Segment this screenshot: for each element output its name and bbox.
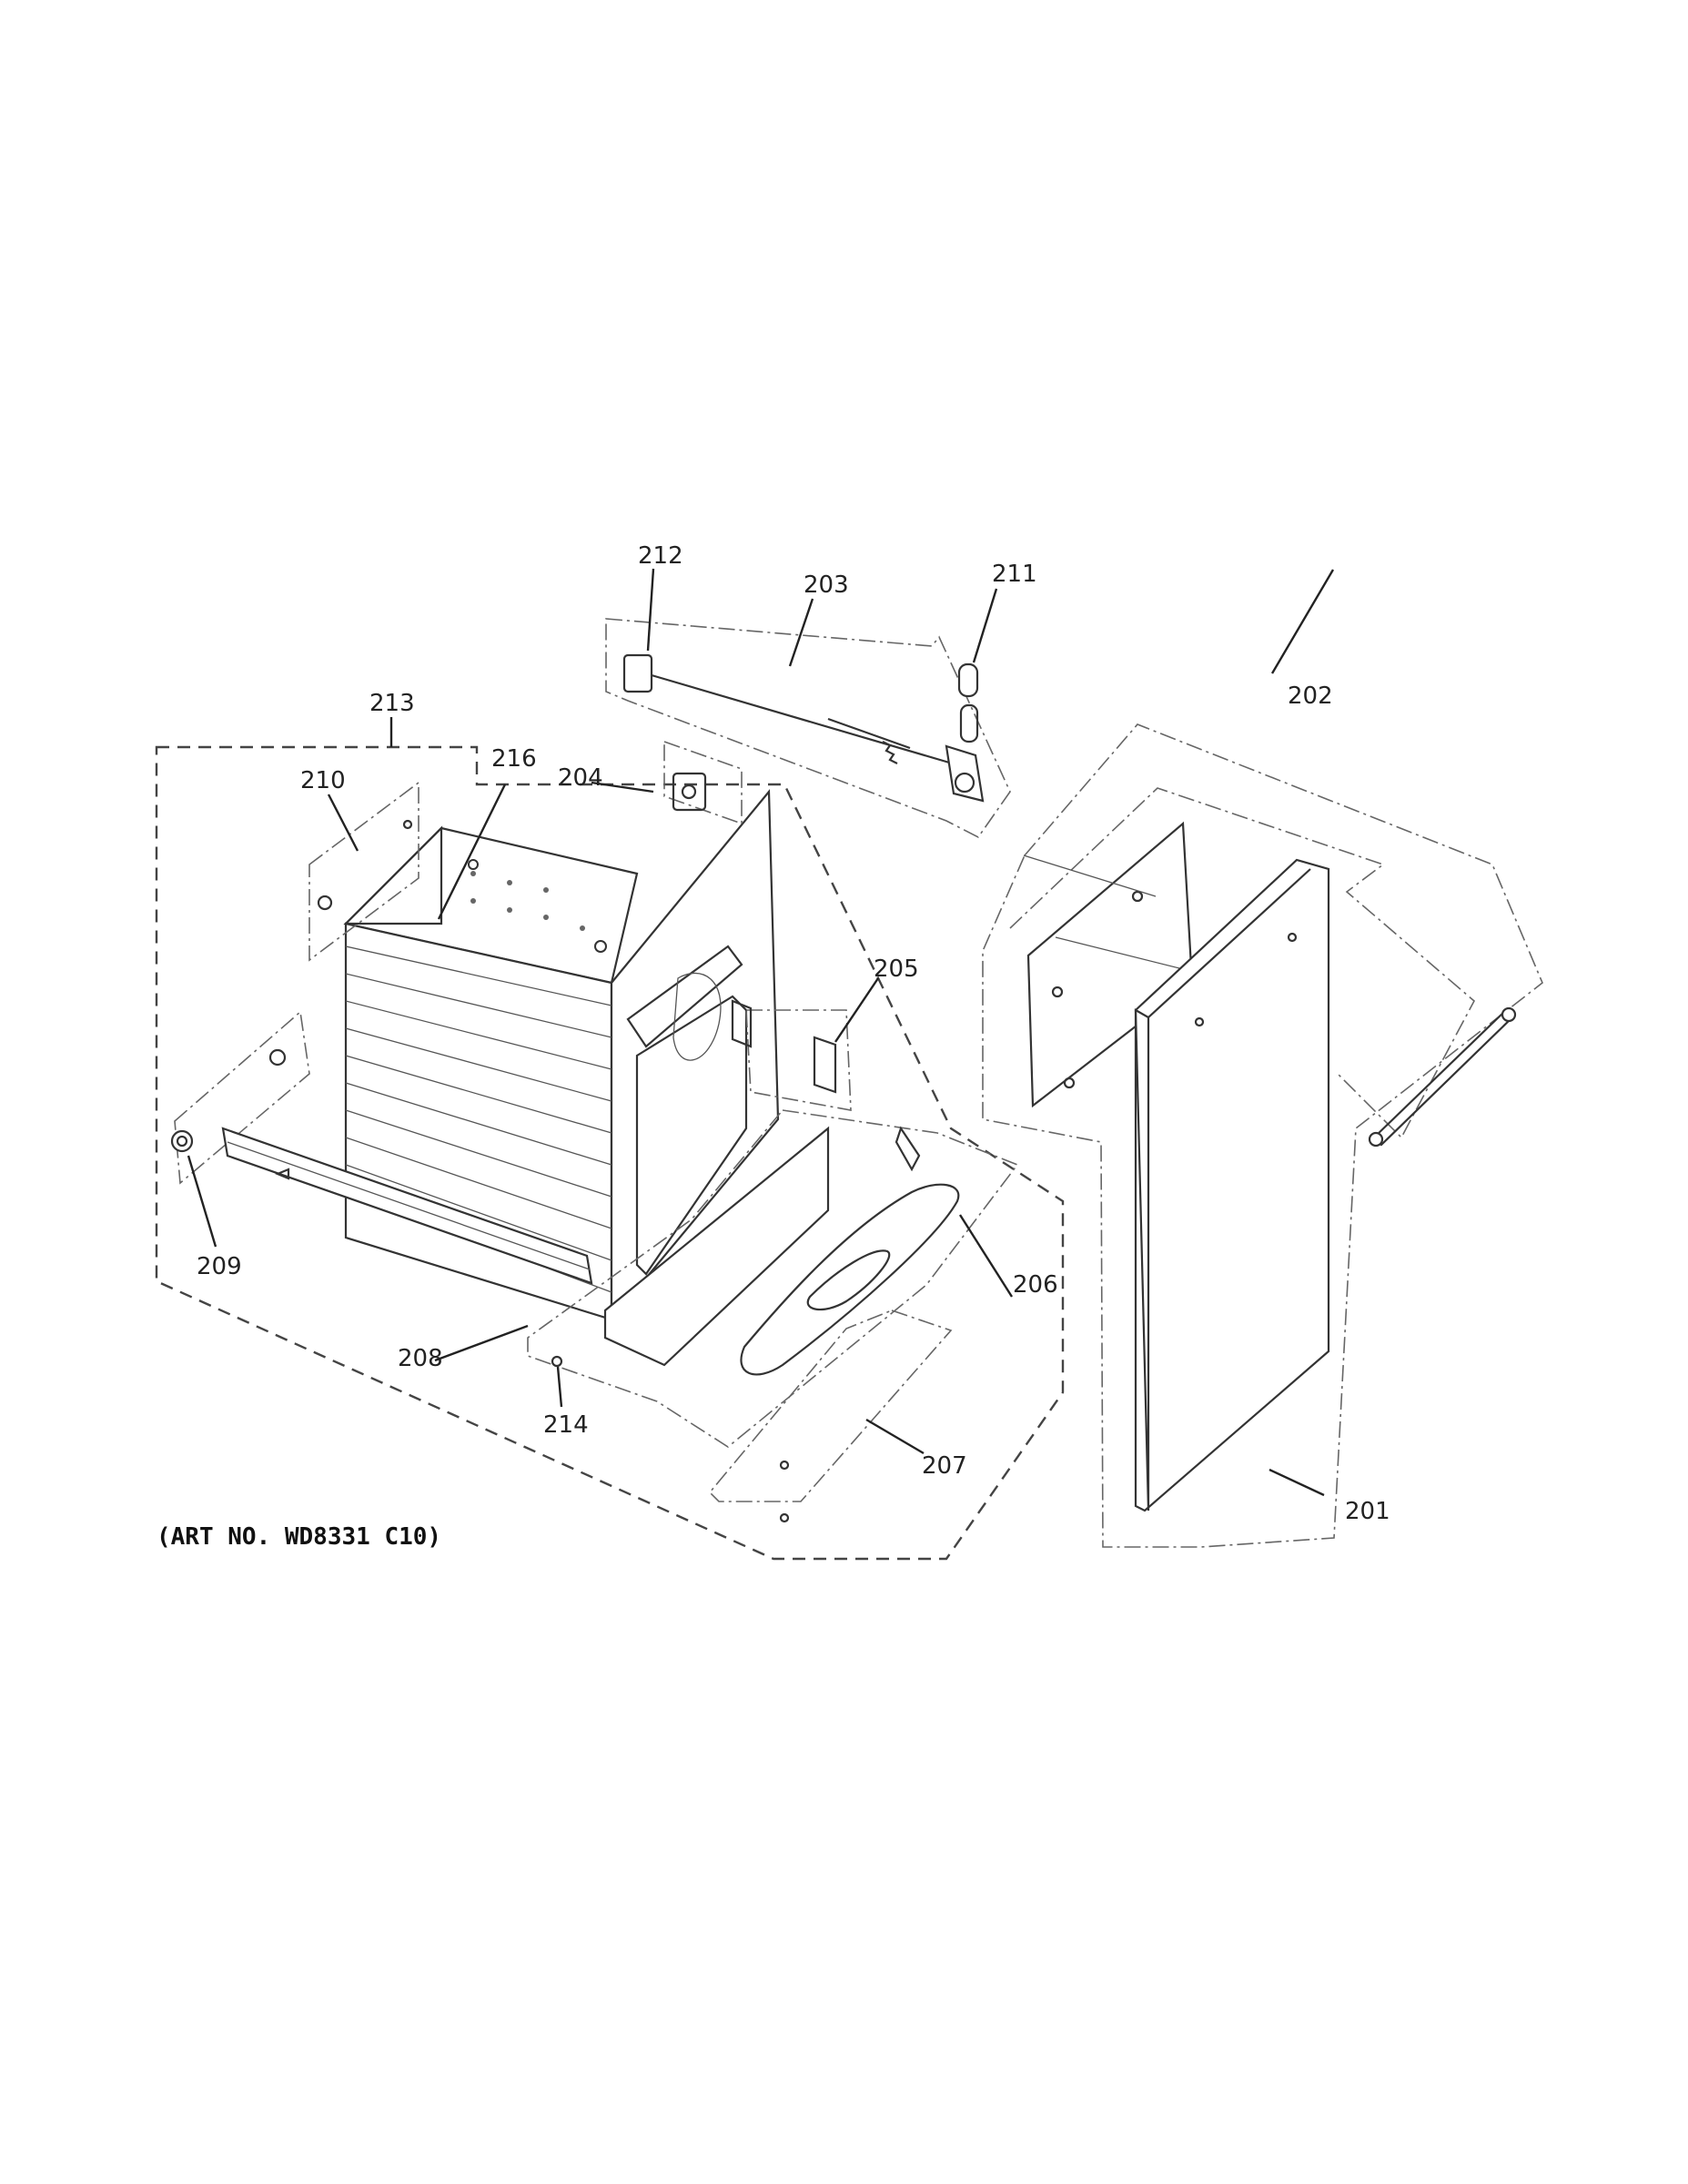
group-202-inner-boundary [1009,787,1476,1139]
callout-201: 201 [1345,1498,1390,1525]
callout-214: 214 [543,1411,589,1439]
group-202-boundary [982,723,1543,1548]
callout-213: 213 [369,690,415,717]
callout-205: 205 [874,956,919,983]
latch-plate-204 [663,740,743,825]
screw-214 [551,1355,563,1368]
latch-211 [957,662,979,743]
callout-204: 204 [558,764,603,792]
rail-208 [221,1126,830,1367]
side-bracket-210 [308,781,419,962]
callout-209: 209 [197,1253,242,1280]
group-213-boundary [155,745,1065,1561]
callout-203: 203 [804,571,849,599]
callout-207: 207 [922,1452,967,1480]
callout-206: 206 [1013,1271,1058,1299]
toe-kick-206 [527,1109,1019,1448]
callout-210: 210 [300,767,346,794]
hinge-205 [731,999,852,1111]
callout-202: 202 [1288,682,1333,710]
art-number-label: (ART NO. WD8331 C10) [157,1523,442,1551]
door-201 [1134,858,1330,1512]
kick-cover-207 [708,1309,953,1523]
callout-216: 216 [491,745,537,773]
callout-211: 211 [992,561,1037,588]
latch-rod-203 [622,653,985,803]
leader-lines [187,568,1335,1497]
callout-208: 208 [398,1345,443,1372]
foot-209 [170,1010,310,1185]
callout-212: 212 [638,542,683,570]
group-203-boundary [605,618,1011,839]
